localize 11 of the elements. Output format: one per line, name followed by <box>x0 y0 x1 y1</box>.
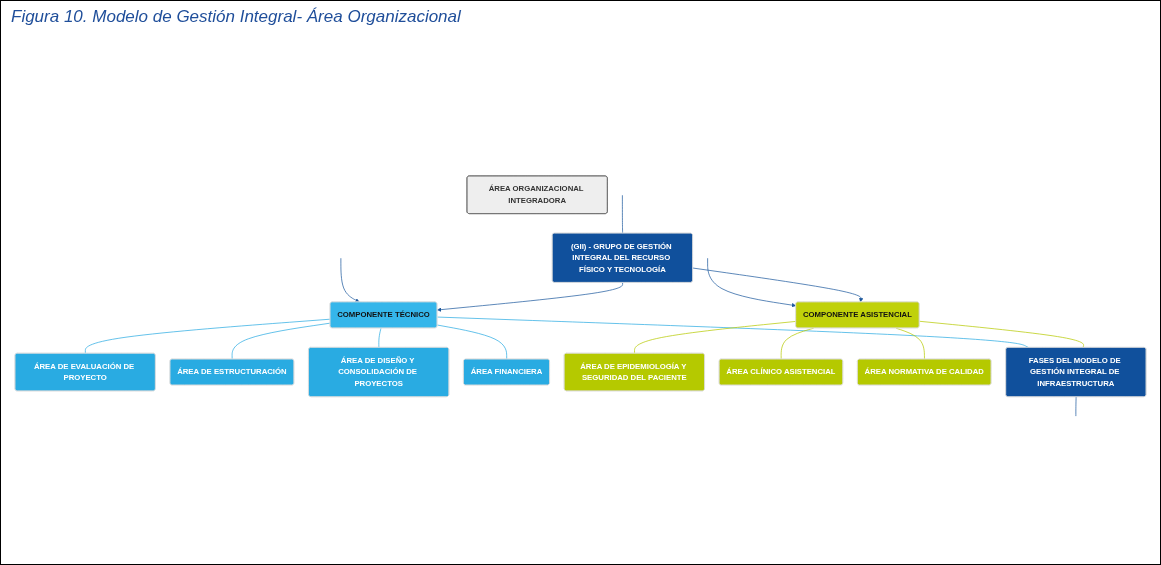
connector <box>622 194 623 234</box>
connector <box>1075 396 1077 416</box>
connector <box>378 327 382 348</box>
connector <box>436 324 508 360</box>
connector <box>895 327 925 360</box>
connector <box>919 320 1084 348</box>
connector <box>634 320 797 354</box>
figure-title: Figura 10. Modelo de Gestión Integral- Área Organizacional <box>11 7 462 27</box>
connector <box>231 322 331 360</box>
connector <box>780 327 815 360</box>
connector <box>84 318 331 354</box>
